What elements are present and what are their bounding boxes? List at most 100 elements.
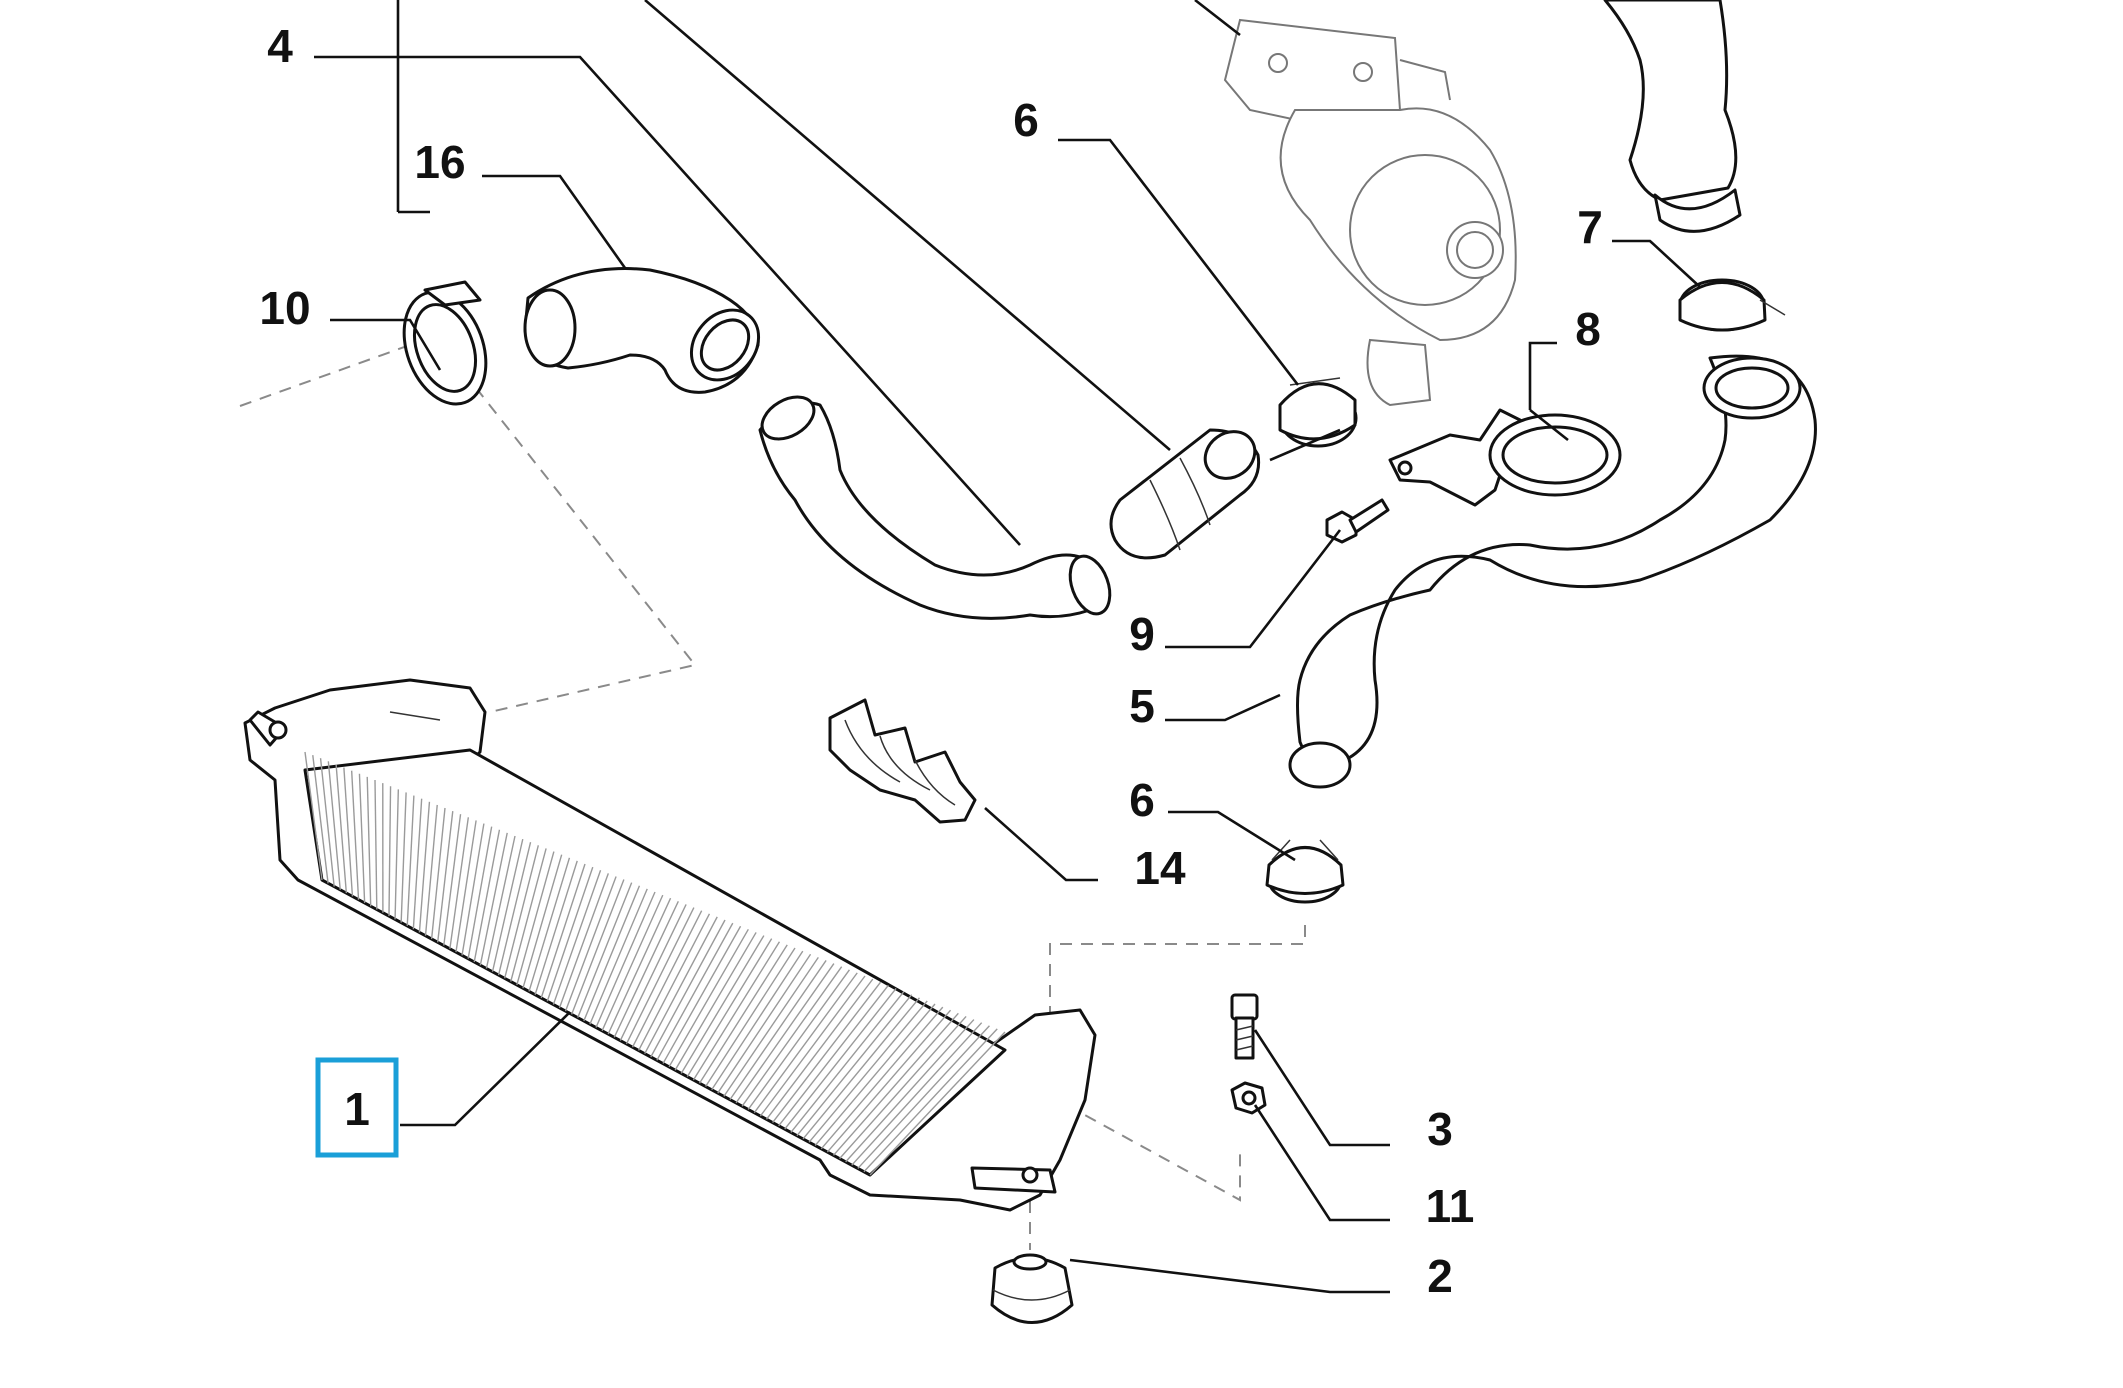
callout-label-6-lower[interactable]: 6 xyxy=(1129,774,1155,826)
intercooler-fin xyxy=(467,826,493,959)
intercooler-fin xyxy=(644,916,718,1055)
intercooler-fin xyxy=(662,925,742,1064)
intercooler-fin xyxy=(753,972,858,1114)
intercooler-fin xyxy=(784,988,897,1130)
callout-label-14[interactable]: 14 xyxy=(1134,842,1186,894)
intercooler-fin xyxy=(358,773,366,903)
callout-label-1[interactable]: 1 xyxy=(344,1083,370,1135)
elbow-hose-part xyxy=(523,267,761,394)
intercooler-fin xyxy=(717,953,812,1094)
intercooler-fin xyxy=(765,978,874,1120)
intercooler-fin xyxy=(857,1025,990,1169)
callout-label-11[interactable]: 11 xyxy=(1426,1180,1475,1232)
intercooler-fin xyxy=(312,755,329,884)
callout-label-8[interactable]: 8 xyxy=(1575,303,1601,355)
leader-lines xyxy=(314,0,1701,1294)
intercooler-fin xyxy=(558,873,609,1009)
intercooler-fin xyxy=(583,885,641,1022)
hose-clamp-10-part xyxy=(402,280,488,406)
intercooler-fin xyxy=(729,960,827,1101)
intercooler-part xyxy=(243,678,1097,1212)
intercooler-fin xyxy=(516,851,555,986)
intercooler-fin xyxy=(619,904,687,1041)
long-hose-part xyxy=(1288,354,1817,789)
intercooler-fin xyxy=(570,879,625,1015)
intercooler-pipe-part xyxy=(758,395,1112,620)
intercooler-fin xyxy=(510,848,547,982)
intercooler-fin xyxy=(832,1012,959,1156)
intercooler-fin xyxy=(589,888,648,1025)
intercooler-fin xyxy=(869,1031,1006,1176)
intercooler-fin xyxy=(778,984,889,1127)
intercooler-fin xyxy=(534,860,578,995)
intercooler-fin xyxy=(656,922,734,1061)
intercooler-fin xyxy=(443,814,462,946)
intercooler-fin xyxy=(497,842,532,976)
intercooler-fin xyxy=(546,866,594,1002)
callout-label-9[interactable]: 9 xyxy=(1129,608,1155,660)
intercooler-fins xyxy=(304,751,1006,1176)
intercooler-fin xyxy=(845,1019,975,1163)
intercooler-fin xyxy=(613,901,679,1038)
intercooler-fin xyxy=(366,776,372,907)
callout-label-2[interactable]: 2 xyxy=(1427,1250,1453,1302)
bolt-part xyxy=(1230,993,1259,1060)
intercooler-fin xyxy=(503,845,540,979)
nut-part xyxy=(1230,1081,1267,1115)
intercooler-fin xyxy=(430,807,446,940)
hose-clamp-lower-part xyxy=(1265,839,1345,904)
mount-bracket-part xyxy=(1388,408,1622,507)
intercooler-fin xyxy=(335,764,348,894)
intercooler-fin xyxy=(625,907,695,1045)
intercooler-fin xyxy=(522,854,563,989)
intercooler-fin xyxy=(473,829,501,963)
callout-label-10[interactable]: 10 xyxy=(259,282,310,334)
intercooler-fin xyxy=(698,944,788,1084)
intercooler-fin xyxy=(406,795,415,926)
intercooler-fin xyxy=(638,913,711,1051)
intercooler-fin xyxy=(814,1003,936,1146)
intercooler-fin xyxy=(577,882,633,1018)
hose-coupler-part xyxy=(1109,428,1261,560)
callout-label-16[interactable]: 16 xyxy=(414,136,465,188)
intercooler-fin xyxy=(692,941,781,1081)
callout-1-highlight-box xyxy=(315,1057,399,1158)
intercooler-fin xyxy=(491,838,524,972)
intercooler-fin xyxy=(343,767,354,897)
intercooler-fin xyxy=(790,991,905,1133)
intercooler-fin xyxy=(461,823,485,956)
intercooler-fin xyxy=(808,1000,928,1143)
intercooler-fin xyxy=(772,981,882,1123)
callout-label-4[interactable]: 4 xyxy=(267,20,293,72)
intercooler-fin xyxy=(418,801,431,933)
callout-label-7[interactable]: 7 xyxy=(1577,201,1603,253)
intercooler-fin xyxy=(680,935,765,1074)
intercooler-fin xyxy=(400,792,407,923)
intercooler-fin xyxy=(528,857,571,992)
intercooler-fin xyxy=(436,811,454,943)
intercooler-fin xyxy=(374,779,378,910)
intercooler-fin xyxy=(650,919,726,1058)
intercooler-fin xyxy=(747,969,851,1110)
hose-clamp-upper-part xyxy=(1278,377,1358,448)
callout-label-3[interactable]: 3 xyxy=(1427,1103,1453,1155)
intercooler-fin xyxy=(304,751,323,881)
callout-labels: 1 2 3 4 5 6 6 7 8 9 10 11 14 16 xyxy=(259,20,1602,1302)
intercooler-fin xyxy=(552,869,602,1005)
intercooler-fin xyxy=(741,966,843,1107)
intercooler-fin xyxy=(759,975,866,1117)
intercooler-fin xyxy=(449,817,470,949)
hose-clamp-7-part xyxy=(1678,278,1786,332)
intercooler-fin xyxy=(424,804,438,936)
intercooler-fin xyxy=(863,1028,998,1173)
intercooler-fin xyxy=(851,1022,983,1166)
intercooler-fin xyxy=(601,894,664,1032)
intercooler-fin xyxy=(540,863,586,999)
hose-bracket-part xyxy=(828,698,977,824)
intercooler-fin xyxy=(350,770,360,900)
intercooler-fin xyxy=(412,798,423,930)
callout-label-6-upper[interactable]: 6 xyxy=(1013,94,1039,146)
intercooler-fin xyxy=(394,789,400,920)
callout-label-5[interactable]: 5 xyxy=(1129,680,1155,732)
